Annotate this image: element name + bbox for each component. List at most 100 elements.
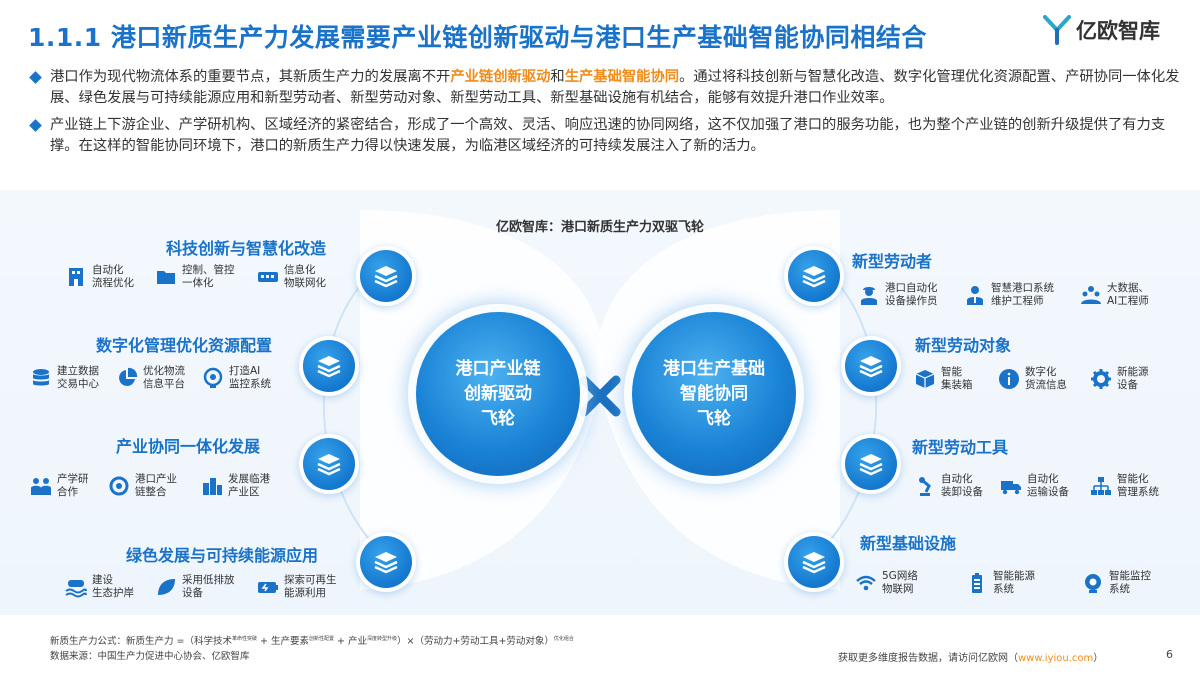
item-label: 港口自动化 <box>885 282 938 294</box>
item-label: 流程优化 <box>92 277 134 289</box>
item-label: 装卸设备 <box>941 486 983 498</box>
diamond-bullet-icon <box>29 118 42 132</box>
item-label: 控制、管控 <box>182 264 235 276</box>
item-label: 大数据、 <box>1107 282 1149 294</box>
list-item: 大数据、AI工程师 <box>1080 282 1149 308</box>
footer-cta: 获取更多维度报告数据，请访问亿欧网（www.iyiou.com） <box>838 649 1103 664</box>
item-label: 一体化 <box>182 277 214 289</box>
item-label: 智能能源 <box>993 570 1035 582</box>
list-item: 探索可再生能源利用 <box>257 574 337 600</box>
section-title: 绿色发展与可持续能源应用 <box>125 546 318 565</box>
left-hub-circle: 港口产业链 创新驱动 飞轮 <box>416 312 580 476</box>
footnotes: 新质生产力公式：新质生产力 =（科学技术革命性突破 + 生产要素创新性配置 + … <box>50 632 574 664</box>
hierarchy-icon <box>1091 477 1111 495</box>
list-item: 产学研合作 <box>30 473 89 499</box>
bullet-text: 产业链上下游企业、产学研机构、区域经济的紧密结合，形成了一个高效、灵活、响应迅速… <box>50 116 1166 154</box>
energy-storage-icon <box>972 573 982 593</box>
right-hub-circle: 港口生产基础 智能协同 飞轮 <box>632 312 796 476</box>
item-label: 建立数据 <box>57 365 99 377</box>
item-label: 自动化 <box>92 264 124 276</box>
item-label: 数字化 <box>1025 366 1057 378</box>
formula-text: ）×（劳动力+劳动工具+劳动对象） <box>397 636 554 648</box>
list-item: 智能能源系统 <box>966 570 1035 596</box>
formula-sup: 革命性突破 <box>231 636 257 642</box>
layers-icon <box>360 536 412 588</box>
item-label: 产业区 <box>228 486 260 498</box>
list-item: 港口自动化设备操作员 <box>858 282 938 308</box>
highlight-text: 产业链创新驱动 <box>450 69 551 85</box>
camera-icon <box>1085 574 1101 593</box>
item-label: 智能化 <box>1117 473 1149 485</box>
list-item: 智慧港口系统维护工程师 <box>964 282 1054 308</box>
worker-icon <box>861 287 877 305</box>
item-label: 能源利用 <box>284 587 326 599</box>
item-label: 设备 <box>1117 379 1138 391</box>
item-label: 物联网 <box>882 583 914 595</box>
city-icon <box>203 478 222 495</box>
list-item: 采用低排放设备 <box>155 574 235 600</box>
list-item: 智能集装箱 <box>914 366 973 392</box>
list-item: 建设生态护岸 <box>65 574 134 600</box>
building-icon <box>69 268 83 286</box>
item-label: 新能源 <box>1117 366 1149 378</box>
formula-text: 新质生产力公式：新质生产力 =（科学技术 <box>50 636 232 648</box>
layers-icon <box>788 536 840 588</box>
list-item: 自动化流程优化 <box>65 264 134 290</box>
item-label: 集装箱 <box>941 379 973 391</box>
item-label: 港口产业 <box>135 473 177 485</box>
list-item: 信息化物联网化 <box>257 264 326 290</box>
people-icon <box>31 478 51 495</box>
item-label: 5G网络 <box>882 570 918 582</box>
website-link[interactable]: www.iyiou.com <box>1018 653 1094 664</box>
cta-text: ） <box>1093 653 1104 664</box>
list-item: 数字化货流信息 <box>998 366 1067 392</box>
section-title: 新型劳动者 <box>852 252 933 271</box>
layers-icon <box>303 340 355 392</box>
list-item: 发展临港产业区 <box>201 473 270 499</box>
truck-icon <box>1001 481 1021 495</box>
item-label: 智能监控 <box>1109 570 1151 582</box>
shore-icon <box>65 580 87 598</box>
formula-sup: 深度转型升级 <box>367 636 398 642</box>
team-icon <box>1081 286 1101 304</box>
intro-bullets: 港口作为现代物流体系的重要节点，其新质生产力的发展离不开产业链创新驱动和生产基础… <box>29 67 1180 162</box>
hub-label: 港口生产基础 <box>663 358 765 379</box>
layers-icon <box>360 250 412 302</box>
item-label: 自动化 <box>1027 473 1059 485</box>
list-item: 智能监控系统 <box>1082 570 1151 596</box>
bullet-text: 港口作为现代物流体系的重要节点，其新质生产力的发展离不开 <box>50 69 451 85</box>
item-label: 物联网化 <box>284 277 326 289</box>
bullet-item: 港口作为现代物流体系的重要节点，其新质生产力的发展离不开产业链创新驱动和生产基础… <box>29 67 1180 110</box>
item-label: 交易中心 <box>57 378 99 390</box>
item-label: 系统 <box>1109 583 1130 595</box>
item-label: 优化物流 <box>143 365 185 377</box>
bullet-text: 。通过将科技创新与智慧化改造、数字化管理优化资源配置、产研协同一体化发展、绿色发… <box>50 69 1180 107</box>
pie-chart-icon <box>119 367 138 386</box>
multiply-icon <box>579 375 621 417</box>
diagram-title: 亿欧智库：港口新质生产力双驱飞轮 <box>495 220 704 235</box>
robot-arm-icon <box>919 477 931 496</box>
section-title: 新型劳动工具 <box>912 438 1009 457</box>
diagram-background <box>0 190 1200 615</box>
formula-note: 新质生产力公式：新质生产力 =（科学技术革命性突破 + 生产要素创新性配置 + … <box>50 632 574 649</box>
item-label: 链整合 <box>135 486 167 498</box>
formula-sup: 创新性配置 <box>309 636 335 642</box>
cycle-icon <box>109 476 129 496</box>
brand-logo: 亿欧智库 <box>1042 14 1160 46</box>
item-label: 维护工程师 <box>991 295 1044 307</box>
formula-text: + 产业 <box>334 636 368 648</box>
item-label: 信息化 <box>284 264 316 276</box>
item-label: 智能 <box>941 366 962 378</box>
engineer-icon <box>967 286 983 305</box>
list-item: 自动化运输设备 <box>1000 473 1069 499</box>
item-label: 智慧港口系统 <box>991 282 1054 294</box>
hub-label: 智能协同 <box>680 383 748 404</box>
list-item: 港口产业链整合 <box>108 473 177 499</box>
formula-text: + 生产要素 <box>257 636 309 648</box>
gear-icon <box>1091 369 1111 389</box>
item-label: 信息平台 <box>143 378 185 390</box>
hub-label: 创新驱动 <box>464 383 532 404</box>
source-note: 数据来源：中国生产力促进中心协会、亿欧智库 <box>50 651 250 663</box>
page-number: 6 <box>1166 648 1173 661</box>
